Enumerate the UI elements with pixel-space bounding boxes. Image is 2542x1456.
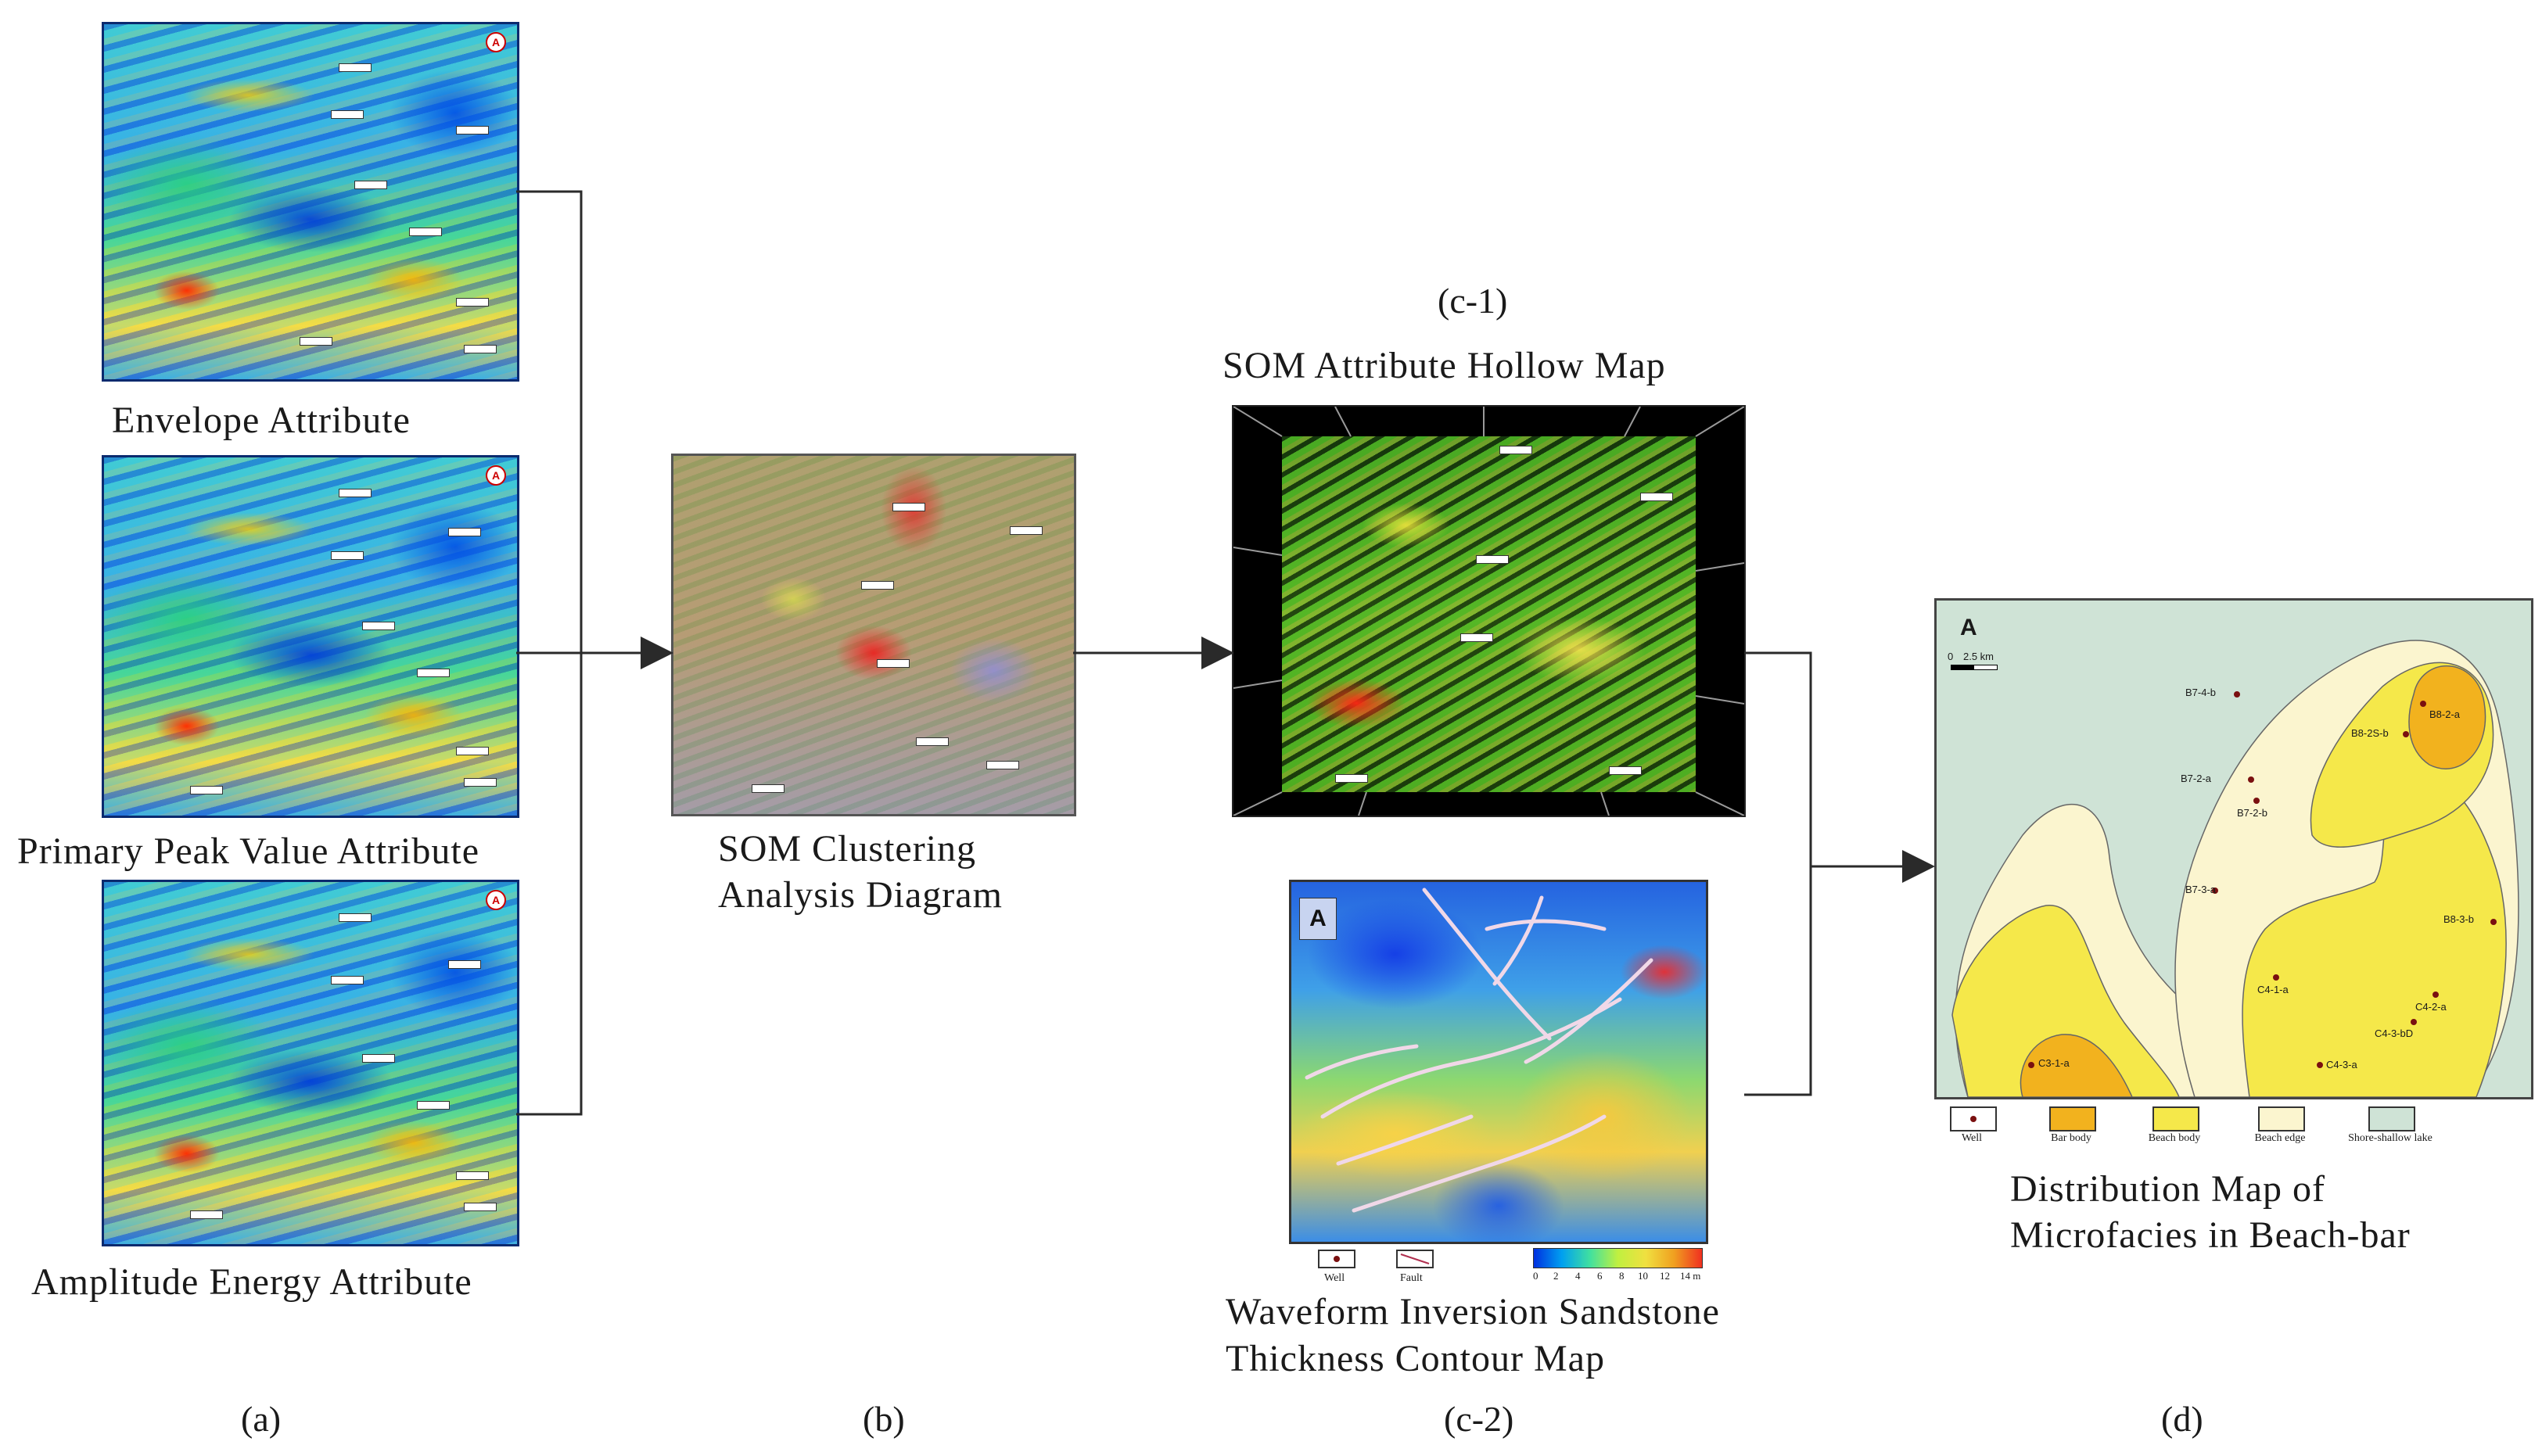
legend-beach-body-label: Beach body [2148,1132,2201,1144]
microfacies-title-line1: Distribution Map of [2010,1168,2325,1210]
amplitude-energy-attribute-map: A [102,880,519,1246]
well-legend-label: Well [1324,1272,1345,1284]
panel-b-letter: (b) [863,1399,905,1439]
som-hollow-map-title: SOM Attribute Hollow Map [1223,345,1666,386]
microfacies-title-line2: Microfacies in Beach-bar [2010,1214,2411,1256]
som-attribute-hollow-map [1232,405,1746,817]
legend-shore-shallow-lake-swatch [2368,1106,2415,1131]
well-label: B8-2S-b [2351,727,2389,739]
fault-legend-label: Fault [1400,1272,1423,1284]
well-label: C4-3-bD [2375,1027,2414,1039]
legend-beach-edge-label: Beach edge [2254,1132,2306,1144]
well-label: C4-1-a [2257,984,2289,995]
well-legend-symbol [1318,1250,1355,1268]
north-arrow-icon: A [486,32,506,52]
well-label: B8-2-a [2429,708,2461,720]
north-arrow-icon: A [1299,898,1337,940]
som-clustering-map [671,454,1076,816]
north-arrow-icon: A [486,465,506,486]
scale-label-zero: 0 [1948,651,1954,662]
envelope-attribute-title: Envelope Attribute [112,400,411,441]
panel-a-letter: (a) [241,1399,282,1439]
well-label: B7-3-a [2185,884,2217,895]
som-clustering-title-line1: SOM Clustering [718,828,977,870]
primary-peak-value-attribute-title: Primary Peak Value Attribute [17,830,480,872]
sandstone-thickness-title-line2: Thickness Contour Map [1226,1338,1605,1379]
amplitude-energy-attribute-title: Amplitude Energy Attribute [31,1261,472,1303]
legend-bar-body-label: Bar body [2051,1132,2091,1144]
envelope-attribute-map: A [102,22,519,382]
scale-bar [1951,665,1998,670]
panel-c1-letter: (c-1) [1438,281,1508,321]
thickness-color-bar-ticks: 0 2 4 6 8 10 12 14 m [1533,1270,1701,1282]
well-label: B8-3-b [2443,913,2475,925]
sandstone-thickness-contour-map: A [1289,880,1708,1244]
legend-beach-body-swatch [2152,1106,2199,1131]
well-label: B7-4-b [2185,687,2217,698]
well-label: C4-2-a [2415,1001,2447,1013]
legend-well-swatch [1950,1106,1997,1131]
legend-beach-edge-swatch [2258,1106,2305,1131]
sandstone-thickness-title-line1: Waveform Inversion Sandstone [1226,1291,1720,1332]
fault-legend-symbol [1396,1250,1434,1268]
legend-shore-shallow-lake-label: Shore-shallow lake [2348,1132,2432,1144]
microfacies-distribution-map: A 0 2.5 km B7-4-b B8-2-a B8-2S-b B7-2-a … [1934,598,2533,1099]
som-clustering-title-line2: Analysis Diagram [718,874,1003,916]
primary-peak-value-attribute-map: A [102,455,519,818]
north-arrow-icon: A [1960,615,1977,640]
well-label: C3-1-a [2038,1057,2070,1069]
scale-label-distance: 2.5 km [1963,651,1994,662]
north-arrow-icon: A [486,890,506,910]
panel-d-letter: (d) [2161,1399,2203,1439]
well-label: B7-2-b [2237,807,2268,819]
thickness-color-bar [1533,1248,1703,1268]
well-label: C4-3-a [2326,1059,2357,1070]
well-label: B7-2-a [2181,773,2212,784]
legend-well-label: Well [1961,1132,1983,1144]
legend-bar-body-swatch [2049,1106,2096,1131]
panel-c2-letter: (c-2) [1444,1399,1514,1439]
